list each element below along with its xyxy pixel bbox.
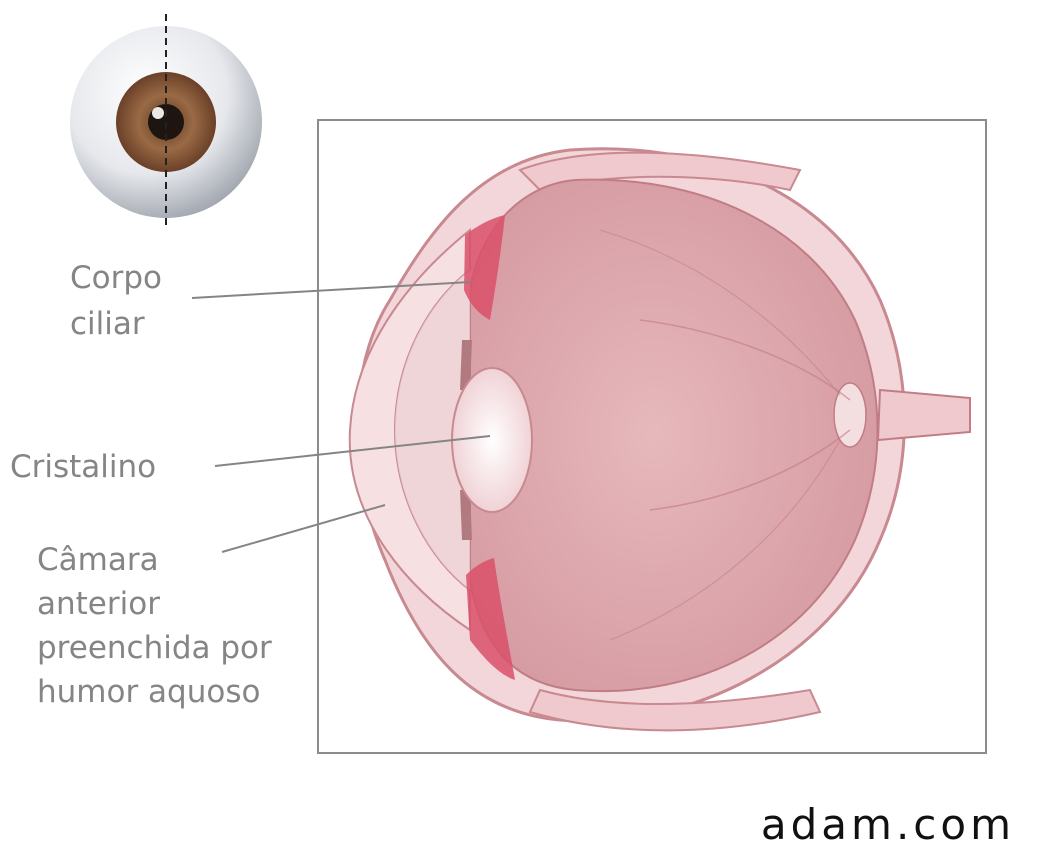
- label-lens: Cristalino: [10, 447, 156, 487]
- label-ciliary-body-line1: Corpo: [70, 258, 162, 298]
- optic-nerve: [878, 390, 970, 440]
- brand-logo: adam.com: [761, 800, 1015, 849]
- label-ciliary-body: Corpo ciliar: [70, 258, 162, 344]
- eyeball-front-icon: [70, 14, 262, 230]
- label-anterior-line4: humor aquoso: [37, 672, 272, 716]
- lens: [452, 368, 532, 512]
- label-anterior-line3: preenchida por: [37, 628, 272, 672]
- label-anterior-line1: Câmara: [37, 540, 272, 584]
- label-ciliary-body-line2: ciliar: [70, 304, 162, 344]
- label-anterior-line2: anterior: [37, 584, 272, 628]
- label-anterior-chamber: Câmara anterior preenchida por humor aqu…: [37, 540, 272, 716]
